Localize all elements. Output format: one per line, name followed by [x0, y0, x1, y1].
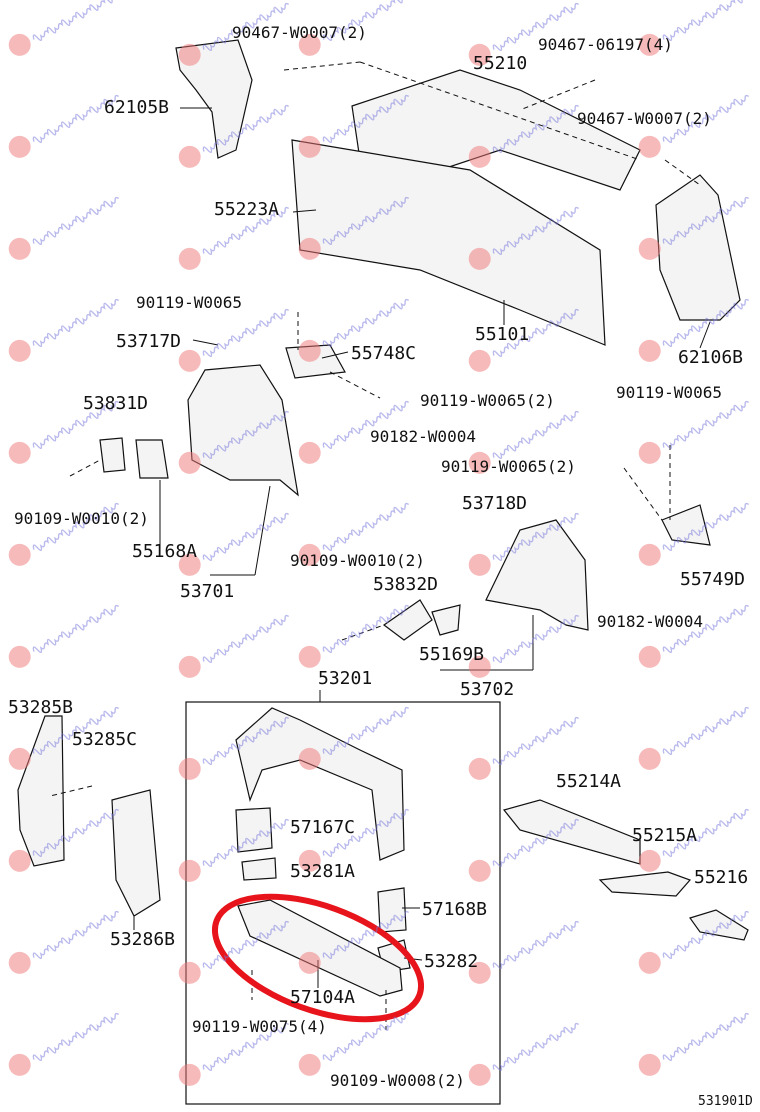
- label-53281a: 53281A: [290, 861, 356, 882]
- label-55748c: 55748C: [351, 343, 417, 364]
- label-90467-w0007-a: 90467-W0007(2): [232, 23, 367, 42]
- label-53717d: 53717D: [116, 331, 182, 352]
- label-90467-06197: 90467-06197(4): [538, 35, 673, 54]
- label-55169b: 55169B: [419, 644, 485, 665]
- label-90467-w0007-b: 90467-W0007(2): [577, 109, 712, 128]
- label-90119-w0065-d: 90119-W0065(2): [441, 457, 576, 476]
- label-57104a: 57104A: [290, 987, 356, 1008]
- label-90119-w0065-b: 90119-W0065: [616, 383, 722, 402]
- part-55215a-shape: [598, 871, 692, 897]
- part-55749d-shape: [661, 504, 711, 546]
- part-62106b-shape: [655, 174, 741, 321]
- label-53701: 53701: [180, 581, 235, 602]
- label-90119-w0075: 90119-W0075(4): [192, 1017, 327, 1036]
- label-53285b: 53285B: [8, 697, 74, 718]
- label-90182-w0004-b: 90182-W0004: [597, 612, 703, 631]
- label-55101: 55101: [475, 324, 530, 345]
- label-53201: 53201: [318, 668, 373, 689]
- part-53832d-shape: [382, 599, 433, 641]
- label-57167c: 57167C: [290, 817, 356, 838]
- part-53281a-shape: [241, 857, 277, 881]
- part-53831d-shape: [99, 437, 126, 473]
- label-62105b: 62105B: [104, 97, 170, 118]
- part-53286b-shape: [111, 789, 161, 917]
- part-55169b-shape: [431, 604, 461, 636]
- part-62105b-shape: [175, 39, 253, 159]
- label-55216: 55216: [694, 867, 749, 888]
- label-53286b: 53286B: [110, 929, 176, 950]
- label-90109-w0008: 90109-W0008(2): [330, 1071, 465, 1090]
- label-55214a: 55214A: [556, 771, 622, 792]
- label-55168a: 55168A: [132, 541, 198, 562]
- part-53285b-shape: [17, 715, 65, 867]
- label-90109-w0010-b: 90109-W0010(2): [290, 551, 425, 570]
- assembly-53201-box: [185, 701, 501, 1105]
- label-53832d: 53832D: [373, 574, 439, 595]
- part-55223a-shape: [291, 139, 606, 346]
- label-53702: 53702: [460, 679, 515, 700]
- label-62106b: 62106B: [678, 347, 744, 368]
- part-55216-shape: [689, 909, 749, 941]
- label-55749d: 55749D: [680, 569, 746, 590]
- label-90109-w0010-a: 90109-W0010(2): [14, 509, 149, 528]
- part-57168b-shape: [377, 887, 407, 933]
- part-55168a-shape: [135, 439, 169, 479]
- label-55223a: 55223A: [214, 199, 280, 220]
- label-55210: 55210: [473, 53, 528, 74]
- label-53282: 53282: [424, 951, 479, 972]
- label-55215a: 55215A: [632, 825, 698, 846]
- part-53702-shape: [485, 519, 589, 631]
- label-90119-w0065-a: 90119-W0065: [136, 293, 242, 312]
- part-55214a-shape: [502, 799, 641, 865]
- part-57167c-shape: [235, 807, 273, 853]
- label-53718d: 53718D: [462, 493, 528, 514]
- label-53285c: 53285C: [72, 729, 138, 750]
- part-55748c-shape: [285, 344, 346, 379]
- label-57168b: 57168B: [422, 899, 488, 920]
- diagram-code: 531901D: [698, 1094, 753, 1109]
- part-53701-shape: [187, 364, 299, 497]
- label-90182-w0004-a: 90182-W0004: [370, 427, 476, 446]
- label-90119-w0065-c: 90119-W0065(2): [420, 391, 555, 410]
- label-53831d: 53831D: [83, 393, 149, 414]
